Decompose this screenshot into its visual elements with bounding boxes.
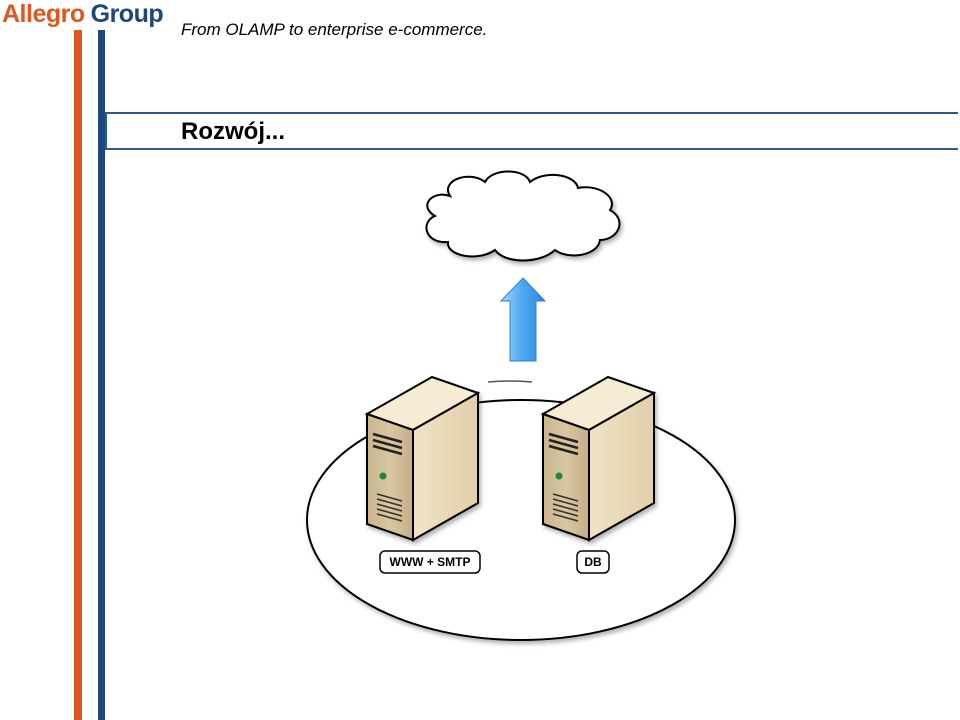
header-subtitle: From OLAMP to enterprise e-commerce. — [181, 20, 488, 39]
accent-bar-blue — [98, 30, 105, 720]
server-icon — [540, 375, 657, 542]
slide-title: Rozwój... — [181, 118, 285, 145]
logo-text-allegro: Allegro — [2, 0, 85, 28]
accent-bar-orange — [74, 30, 82, 720]
title-frame — [105, 112, 958, 150]
server-label-text: WWW + SMTP — [390, 555, 471, 569]
logo-text-group: Group — [90, 0, 164, 28]
server-label-www-smtp: WWW + SMTP — [379, 550, 481, 574]
server-label-text: DB — [584, 555, 602, 569]
server-icon — [364, 375, 481, 542]
up-arrow-icon — [499, 277, 547, 362]
server-label-db: DB — [576, 550, 610, 574]
architecture-diagram: WWW + SMTP DB — [306, 170, 736, 641]
cloud-icon — [425, 170, 621, 262]
